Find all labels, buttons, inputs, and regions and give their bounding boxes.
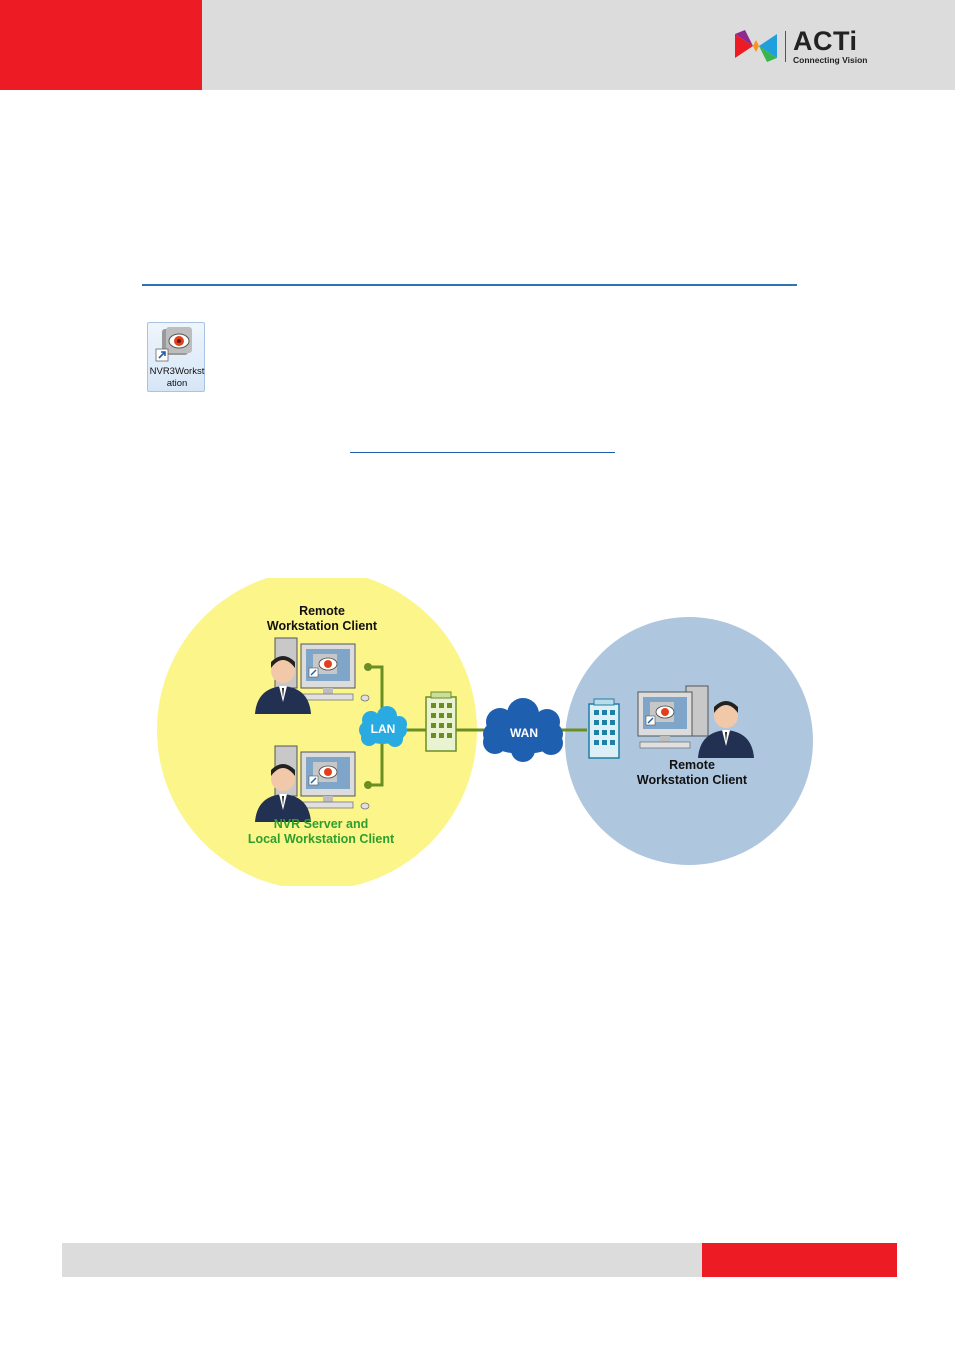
brand-name: ACTi <box>793 26 858 56</box>
section-divider <box>142 284 797 286</box>
lan-cloud-icon <box>359 706 407 747</box>
footer-bar <box>62 1243 702 1277</box>
remote-network-zone <box>565 617 813 865</box>
wan-cloud-icon <box>483 698 563 762</box>
brand-tagline: Connecting Vision <box>793 55 868 65</box>
hyperlink-underline[interactable] <box>350 452 615 453</box>
local-network-zone <box>157 578 477 886</box>
network-diagram-graphic <box>157 578 813 886</box>
nvr-workstation-icon <box>155 327 192 362</box>
left-bottom-label-line2: Local Workstation Client <box>247 832 395 846</box>
left-top-label: Remote Workstation Client <box>247 604 397 634</box>
right-label: Remote Workstation Client <box>617 758 767 788</box>
remote-site-workstation-icon <box>637 685 754 758</box>
desktop-shortcut-label: NVR3Workstation <box>149 366 205 389</box>
wan-label: WAN <box>510 726 538 740</box>
network-diagram: Remote Workstation Client LAN WAN NVR Se… <box>155 578 820 886</box>
lan-label: LAN <box>370 722 396 736</box>
local-building-icon <box>425 691 457 752</box>
remote-workstation-icon <box>255 637 370 714</box>
acti-logo-mark-icon <box>735 30 777 62</box>
left-top-label-line1: Remote <box>299 604 345 618</box>
right-label-line1: Remote <box>669 758 715 772</box>
desktop-shortcut[interactable]: NVR3Workstation <box>147 322 205 392</box>
remote-building-icon <box>588 698 620 759</box>
acti-logo: ACTi Connecting Vision <box>733 26 873 68</box>
left-top-label-line2: Workstation Client <box>266 619 378 633</box>
local-workstation-icon <box>255 745 370 822</box>
right-label-line2: Workstation Client <box>636 773 748 787</box>
left-bottom-label-line1: NVR Server and <box>273 817 369 831</box>
logo-separator <box>785 31 786 62</box>
footer-accent-block <box>702 1243 897 1277</box>
header-accent-block <box>0 0 202 90</box>
left-bottom-label: NVR Server and Local Workstation Client <box>231 817 411 847</box>
